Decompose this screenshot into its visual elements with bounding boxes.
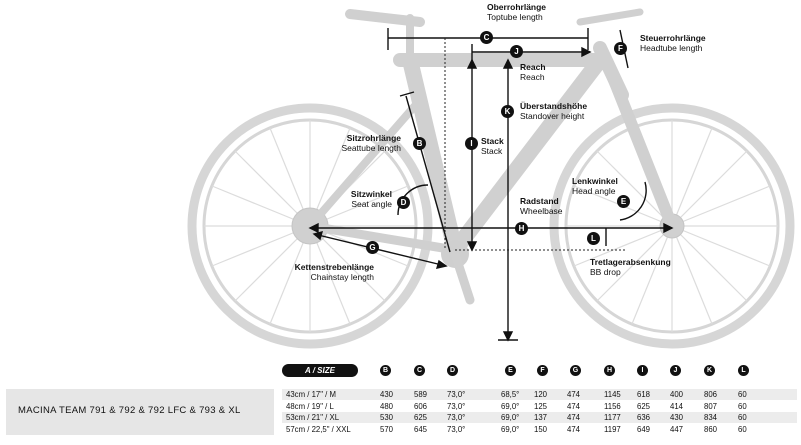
value-cell-d: 73,0° — [447, 413, 466, 422]
column-badge-f: F — [537, 365, 548, 376]
column-badge-d: D — [447, 365, 458, 376]
value-cell-f: 120 — [534, 390, 548, 399]
value-cell-f: 125 — [534, 401, 548, 411]
value-cell-d: 73,0° — [447, 424, 466, 434]
column-badge-e: E — [505, 365, 516, 376]
value-cell-c: 645 — [414, 424, 428, 434]
value-cell-l: 60 — [738, 390, 747, 399]
value-cell-g: 474 — [567, 413, 581, 422]
column-badge-b: B — [380, 365, 391, 376]
column-badge-l: L — [738, 365, 749, 376]
column-badge-g: G — [570, 365, 581, 376]
value-cell-g: 474 — [567, 401, 581, 411]
value-cell-f: 137 — [534, 413, 548, 422]
table-row: 48cm / 19" / L 480 606 73,0° 69,0° 125 474 1156… — [282, 401, 797, 412]
value-cell-k: 807 — [704, 401, 718, 411]
value-cell-i: 636 — [637, 413, 651, 422]
value-cell-j: 430 — [670, 413, 684, 422]
value-cell-j: 447 — [670, 424, 684, 434]
value-cell-h: 1156 — [604, 401, 621, 411]
size-cell: 57cm / 22,5" / XXL — [286, 424, 351, 434]
dimension-badge-i: I — [465, 137, 478, 150]
size-cell: 43cm / 17" / M — [286, 390, 336, 399]
value-cell-b: 570 — [380, 424, 394, 434]
dimension-badge-b: B — [413, 137, 426, 150]
seat-angle-arc — [397, 184, 429, 216]
value-cell-c: 625 — [414, 413, 428, 422]
value-cell-f: 150 — [534, 424, 548, 434]
value-cell-e: 69,0° — [501, 424, 520, 434]
value-cell-c: 606 — [414, 401, 428, 411]
value-cell-l: 60 — [738, 424, 747, 434]
value-cell-e: 68,5° — [501, 390, 520, 399]
dimension-badge-j: J — [510, 45, 523, 58]
value-cell-g: 474 — [567, 424, 581, 434]
dimension-badge-d: D — [397, 196, 410, 209]
value-cell-j: 414 — [670, 401, 684, 411]
value-cell-e: 69,0° — [501, 401, 520, 411]
value-cell-h: 1145 — [604, 390, 621, 399]
size-column-header: A / SIZE — [282, 364, 358, 377]
value-cell-b: 430 — [380, 390, 394, 399]
bike-geometry-diagram — [187, 8, 795, 349]
value-cell-b: 480 — [380, 401, 394, 411]
column-badge-h: H — [604, 365, 615, 376]
value-cell-h: 1177 — [604, 413, 621, 422]
value-cell-d: 73,0° — [447, 401, 466, 411]
dimension-badge-g: G — [366, 241, 379, 254]
table-row: 57cm / 22,5" / XXL 570 645 73,0° 69,0° 150 474… — [282, 424, 797, 435]
value-cell-i: 649 — [637, 424, 651, 434]
column-badge-j: J — [670, 365, 681, 376]
value-cell-l: 60 — [738, 401, 747, 411]
size-cell: 48cm / 19" / L — [286, 401, 334, 411]
reference-dotted-lines — [444, 38, 625, 251]
value-cell-h: 1197 — [604, 424, 621, 434]
column-badge-i: I — [637, 365, 648, 376]
bike-frame — [305, 8, 678, 305]
model-name-box: MACINA TEAM 791 & 792 & 792 LFC & 793 & … — [6, 389, 274, 435]
value-cell-i: 625 — [637, 401, 651, 411]
value-cell-k: 806 — [704, 390, 718, 399]
dimension-badge-h: H — [515, 222, 528, 235]
value-cell-b: 530 — [380, 413, 394, 422]
table-row: 43cm / 17" / M 430 589 73,0° 68,5° 120 474 1145… — [282, 389, 797, 400]
value-cell-l: 60 — [738, 413, 747, 422]
column-badge-c: C — [414, 365, 425, 376]
value-cell-i: 618 — [637, 390, 651, 399]
value-cell-k: 834 — [704, 413, 718, 422]
head-angle-arc — [619, 181, 647, 221]
column-badge-k: K — [704, 365, 715, 376]
value-cell-d: 73,0° — [447, 390, 466, 399]
value-cell-k: 860 — [704, 424, 718, 434]
value-cell-j: 400 — [670, 390, 684, 399]
dimension-badge-c: C — [480, 31, 493, 44]
dimension-badge-k: K — [501, 105, 514, 118]
dimension-badge-f: F — [614, 42, 627, 55]
value-cell-c: 589 — [414, 390, 428, 399]
dimension-badge-e: E — [617, 195, 630, 208]
value-cell-e: 69,0° — [501, 413, 520, 422]
value-cell-g: 474 — [567, 390, 581, 399]
table-row: 53cm / 21" / XL 530 625 73,0° 69,0° 137 474 117… — [282, 412, 797, 423]
model-name: MACINA TEAM 791 & 792 & 792 LFC & 793 & … — [18, 405, 241, 416]
size-cell: 53cm / 21" / XL — [286, 413, 340, 422]
dimension-badge-l: L — [587, 232, 600, 245]
